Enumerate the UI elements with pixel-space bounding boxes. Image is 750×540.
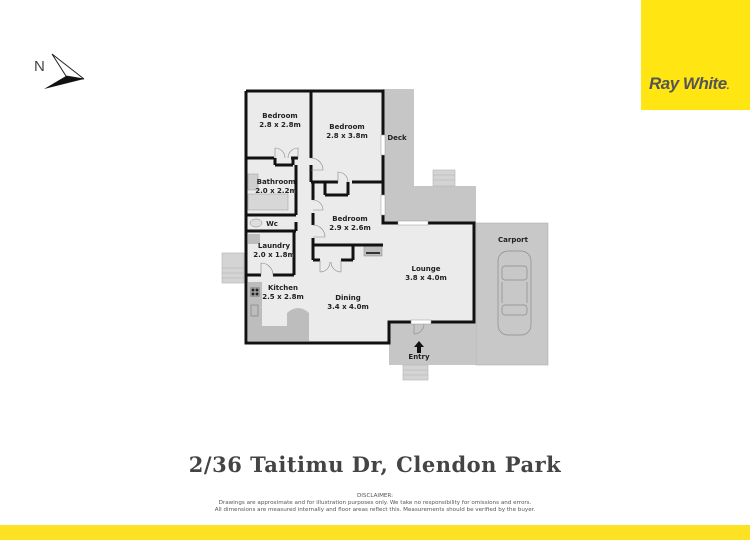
- room-name-bathroom: Bathroom: [257, 178, 296, 186]
- disclaimer-line-1: Drawings are approximate and for illustr…: [218, 500, 532, 507]
- property-address-title: 2/36 Taitimu Dr, Clendon Park: [188, 452, 562, 477]
- disclaimer-heading: DISCLAIMER:: [356, 493, 394, 499]
- room-dims-bathroom: 2.0 x 2.2m: [255, 187, 296, 195]
- room-name-bedroom-1: Bedroom: [262, 112, 297, 120]
- footer-bar: [0, 525, 750, 540]
- bathroom-fixtures: [247, 173, 289, 244]
- entry-area: [389, 322, 476, 381]
- logo-text: Ray White.: [649, 74, 730, 93]
- carport-area: [475, 222, 549, 366]
- room-dims-bedroom-1: 2.8 x 2.8m: [259, 121, 300, 129]
- room-name-laundry: Laundry: [258, 242, 291, 250]
- room-dims-dining: 3.4 x 4.0m: [327, 303, 368, 311]
- ray-white-logo: Ray White.: [641, 0, 750, 110]
- bathtub-icon: [247, 193, 289, 211]
- windows: [380, 134, 432, 325]
- room-name-lounge: Lounge: [412, 265, 441, 273]
- room-name-dining: Dining: [335, 294, 361, 302]
- kitchen-benches: [248, 282, 309, 341]
- disclaimer: DISCLAIMER: Drawings are approximate and…: [0, 493, 750, 515]
- sink-icon: [250, 304, 259, 317]
- room-labels: Bedroom 2.8 x 2.8m Bedroom 2.8 x 3.8m Ba…: [253, 112, 528, 361]
- room-name-bedroom-3: Bedroom: [332, 215, 367, 223]
- north-label: N: [34, 58, 45, 75]
- entry-arrow-icon: [414, 341, 424, 353]
- car-icon: [497, 250, 532, 336]
- north-compass: N: [30, 50, 90, 90]
- room-name-carport: Carport: [498, 236, 529, 244]
- room-name-deck: Deck: [387, 134, 407, 142]
- disclaimer-line-2: All dimensions are measured internally a…: [214, 507, 536, 514]
- room-dims-lounge: 3.8 x 4.0m: [405, 274, 446, 282]
- side-steps: [221, 252, 245, 284]
- room-dims-kitchen: 2.5 x 2.8m: [262, 293, 303, 301]
- room-name-wc: Wc: [266, 220, 278, 228]
- walls: [244, 89, 476, 345]
- room-name-entry: Entry: [408, 353, 430, 361]
- room-name-bedroom-2: Bedroom: [329, 123, 364, 131]
- deck-area: [383, 89, 476, 223]
- cooktop-icon: [250, 287, 260, 297]
- toilet-icon: [249, 218, 263, 228]
- compass-arrow-icon: [44, 53, 85, 89]
- room-dims-bedroom-2: 2.8 x 3.8m: [326, 132, 367, 140]
- room-dims-bedroom-3: 2.9 x 2.6m: [329, 224, 370, 232]
- heater-icon: [363, 244, 383, 257]
- room-dims-laundry: 2.0 x 1.8m: [253, 251, 294, 259]
- door-swings: [260, 147, 425, 335]
- room-name-kitchen: Kitchen: [268, 284, 298, 292]
